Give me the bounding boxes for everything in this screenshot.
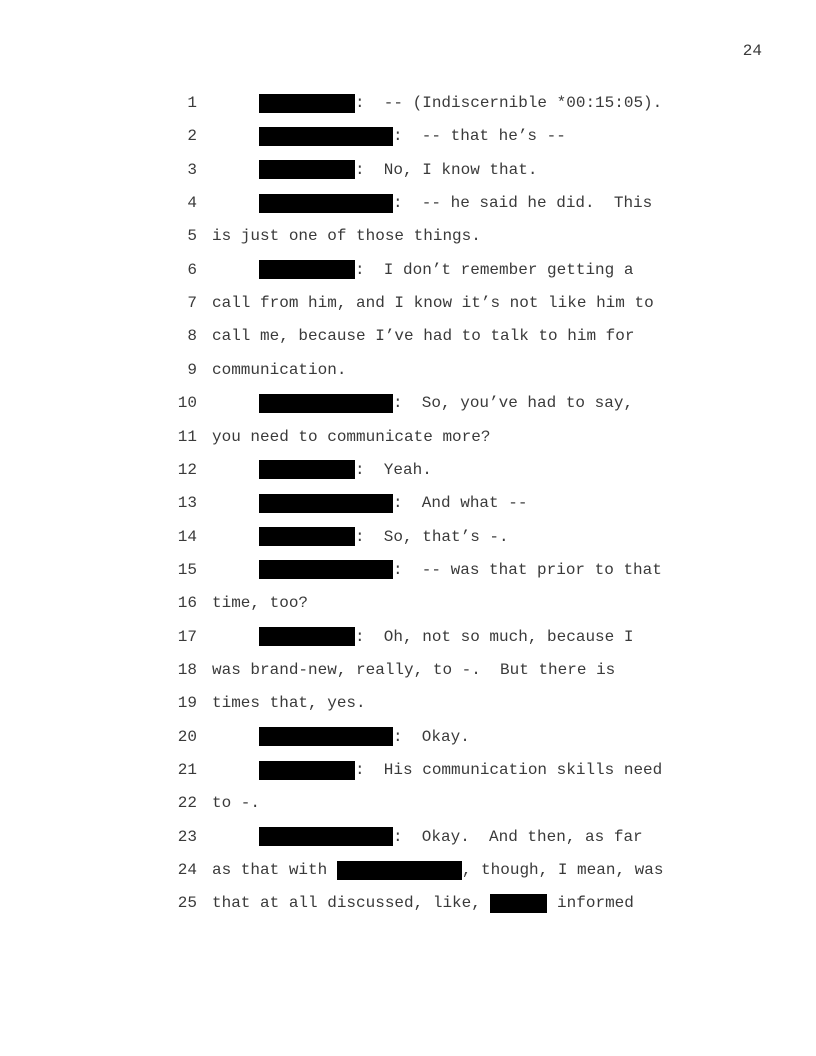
redacted-speaker-name — [259, 460, 355, 480]
line-number: 4 — [187, 194, 197, 213]
line-number: 7 — [187, 294, 197, 313]
redacted-speaker-name — [259, 260, 355, 280]
text-segment: call from him, and I know it’s not like … — [212, 294, 654, 313]
redacted-speaker-name — [259, 627, 355, 647]
text-segment: : -- he said he did. This — [393, 194, 653, 213]
line-text: is just one of those things. — [212, 226, 481, 246]
line-number: 20 — [177, 727, 197, 746]
line-number: 11 — [177, 427, 197, 446]
line-text: time, too? — [212, 593, 308, 613]
line-text: times that, yes. — [212, 693, 366, 713]
line-text: : I don’t remember getting a — [259, 260, 633, 280]
line-text: to -. — [212, 793, 260, 813]
redacted-speaker-name — [259, 727, 393, 747]
line-number: 21 — [177, 761, 197, 779]
page-number: 24 — [742, 42, 762, 60]
text-segment: as that with — [212, 861, 337, 880]
line-number: 3 — [187, 160, 197, 179]
line-text: call me, because I’ve had to talk to him… — [212, 326, 634, 346]
redacted-speaker-name — [259, 93, 355, 113]
line-number: 2 — [187, 127, 197, 146]
line-number: 5 — [187, 227, 197, 246]
line-text: as that with , though, I mean, was — [212, 860, 663, 880]
redacted-speaker-name — [259, 560, 393, 580]
line-number: 8 — [187, 327, 197, 346]
line-number: 6 — [187, 260, 197, 279]
redacted-speaker-name — [259, 160, 355, 180]
text-segment: : -- that he’s -- — [393, 127, 566, 146]
redacted-speaker-name — [259, 393, 393, 413]
line-text: : Yeah. — [259, 460, 432, 480]
line-text: : -- that he’s -- — [259, 126, 566, 146]
redacted-speaker-name — [259, 493, 393, 513]
redacted-speaker-name — [259, 760, 355, 780]
line-number: 17 — [177, 627, 197, 646]
text-segment: : His communication skills need — [355, 761, 663, 779]
text-segment: you need to communicate more? — [212, 427, 491, 446]
line-text: : Oh, not so much, because I — [259, 627, 633, 647]
text-segment: that at all discussed, like, — [212, 894, 491, 913]
line-text: : His communication skills need — [259, 760, 662, 780]
line-number: 13 — [177, 494, 197, 513]
line-number: 23 — [177, 827, 197, 846]
line-text: : -- (Indiscernible *00:15:05). — [259, 93, 662, 113]
line-text: : So, that’s -. — [259, 527, 509, 547]
line-number: 9 — [187, 360, 197, 379]
text-segment: communication. — [212, 360, 347, 379]
line-text: you need to communicate more? — [212, 427, 490, 447]
text-segment: : So, that’s -. — [355, 527, 509, 546]
redacted-speaker-name — [259, 827, 393, 847]
line-number: 18 — [177, 660, 197, 679]
line-number: 1 — [187, 94, 197, 112]
redacted-speaker-name — [259, 527, 355, 547]
text-segment: : -- (Indiscernible *00:15:05). — [355, 94, 663, 112]
line-text: : -- was that prior to that — [259, 560, 662, 580]
text-segment: to -. — [212, 794, 261, 813]
line-text: communication. — [212, 360, 346, 380]
text-segment: : And what -- — [393, 494, 528, 513]
text-segment: : Okay. — [393, 727, 470, 746]
line-text: : And what -- — [259, 493, 527, 513]
line-text: : No, I know that. — [259, 160, 537, 180]
redacted-name — [490, 893, 548, 913]
text-segment: : I don’t remember getting a — [355, 260, 634, 279]
text-segment: : No, I know that. — [355, 160, 538, 179]
text-segment: time, too? — [212, 594, 309, 613]
redacted-speaker-name — [259, 193, 393, 213]
line-number: 19 — [177, 694, 197, 713]
line-text: : Okay. And then, as far — [259, 827, 643, 847]
line-text: that at all discussed, like, informed — [212, 893, 634, 913]
redacted-name — [336, 860, 462, 880]
line-number: 15 — [177, 560, 197, 579]
line-number: 16 — [177, 594, 197, 613]
text-segment: : Oh, not so much, because I — [355, 627, 634, 646]
line-text: : Okay. — [259, 727, 470, 747]
text-segment: : -- was that prior to that — [393, 560, 662, 579]
text-segment: times that, yes. — [212, 694, 366, 713]
line-number: 25 — [177, 894, 197, 913]
text-segment: call me, because I’ve had to talk to him… — [212, 327, 635, 346]
line-number: 24 — [177, 861, 197, 880]
line-text: was brand-new, really, to -. But there i… — [212, 660, 615, 680]
line-number: 12 — [177, 460, 197, 479]
text-segment: was brand-new, really, to -. But there i… — [212, 660, 616, 679]
line-text: call from him, and I know it’s not like … — [212, 293, 654, 313]
redacted-speaker-name — [259, 126, 393, 146]
line-text: : So, you’ve had to say, — [259, 393, 633, 413]
text-segment: : Okay. And then, as far — [393, 827, 643, 846]
line-text: : -- he said he did. This — [259, 193, 652, 213]
line-number: 10 — [177, 394, 197, 413]
line-number: 22 — [177, 794, 197, 813]
text-segment: : So, you’ve had to say, — [393, 394, 634, 413]
text-segment: is just one of those things. — [212, 227, 481, 246]
text-segment: : Yeah. — [355, 460, 432, 479]
line-number: 14 — [177, 527, 197, 546]
text-segment: informed — [547, 894, 634, 913]
text-segment: , though, I mean, was — [461, 861, 664, 880]
